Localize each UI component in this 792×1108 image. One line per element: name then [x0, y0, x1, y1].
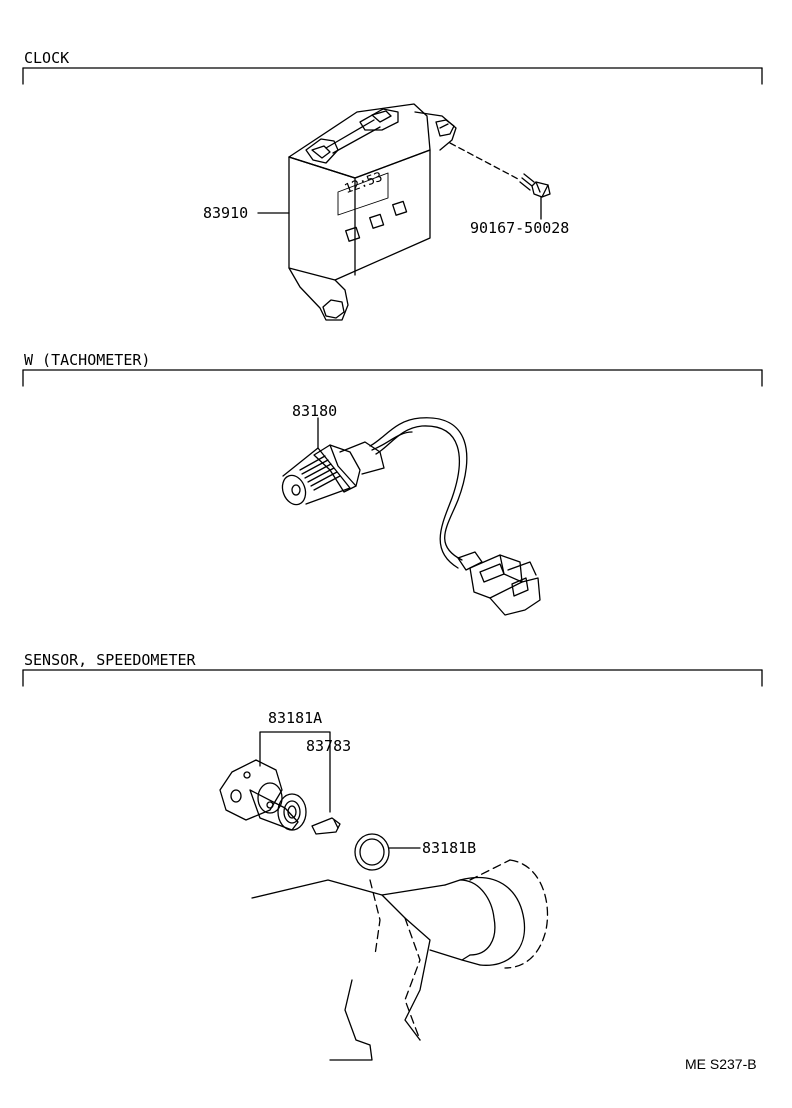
- section-bracket-speedometer: [22, 669, 763, 687]
- clock-screw-icon: [449, 142, 551, 220]
- diagram-code: ME S237-B: [685, 1056, 757, 1072]
- section-title-speedometer: SENSOR, SPEEDOMETER: [24, 651, 196, 669]
- part-number-83910: 83910: [203, 204, 249, 222]
- part-number-83181B: 83181B: [422, 839, 477, 857]
- section-title-tachometer: W (TACHOMETER): [24, 351, 151, 369]
- part-number-83181A: 83181A: [268, 709, 323, 727]
- part-number-90167-50028: 90167-50028: [470, 219, 570, 237]
- clock-unit: [288, 103, 457, 321]
- part-number-83180: 83180: [292, 402, 338, 420]
- section-bracket-clock: [22, 67, 763, 85]
- section-title-clock: CLOCK: [24, 49, 70, 67]
- section-bracket-tachometer: [22, 369, 763, 387]
- speedometer-sensor: [219, 731, 549, 1061]
- part-number-83783: 83783: [306, 737, 352, 755]
- tachometer-sensor: [281, 417, 541, 616]
